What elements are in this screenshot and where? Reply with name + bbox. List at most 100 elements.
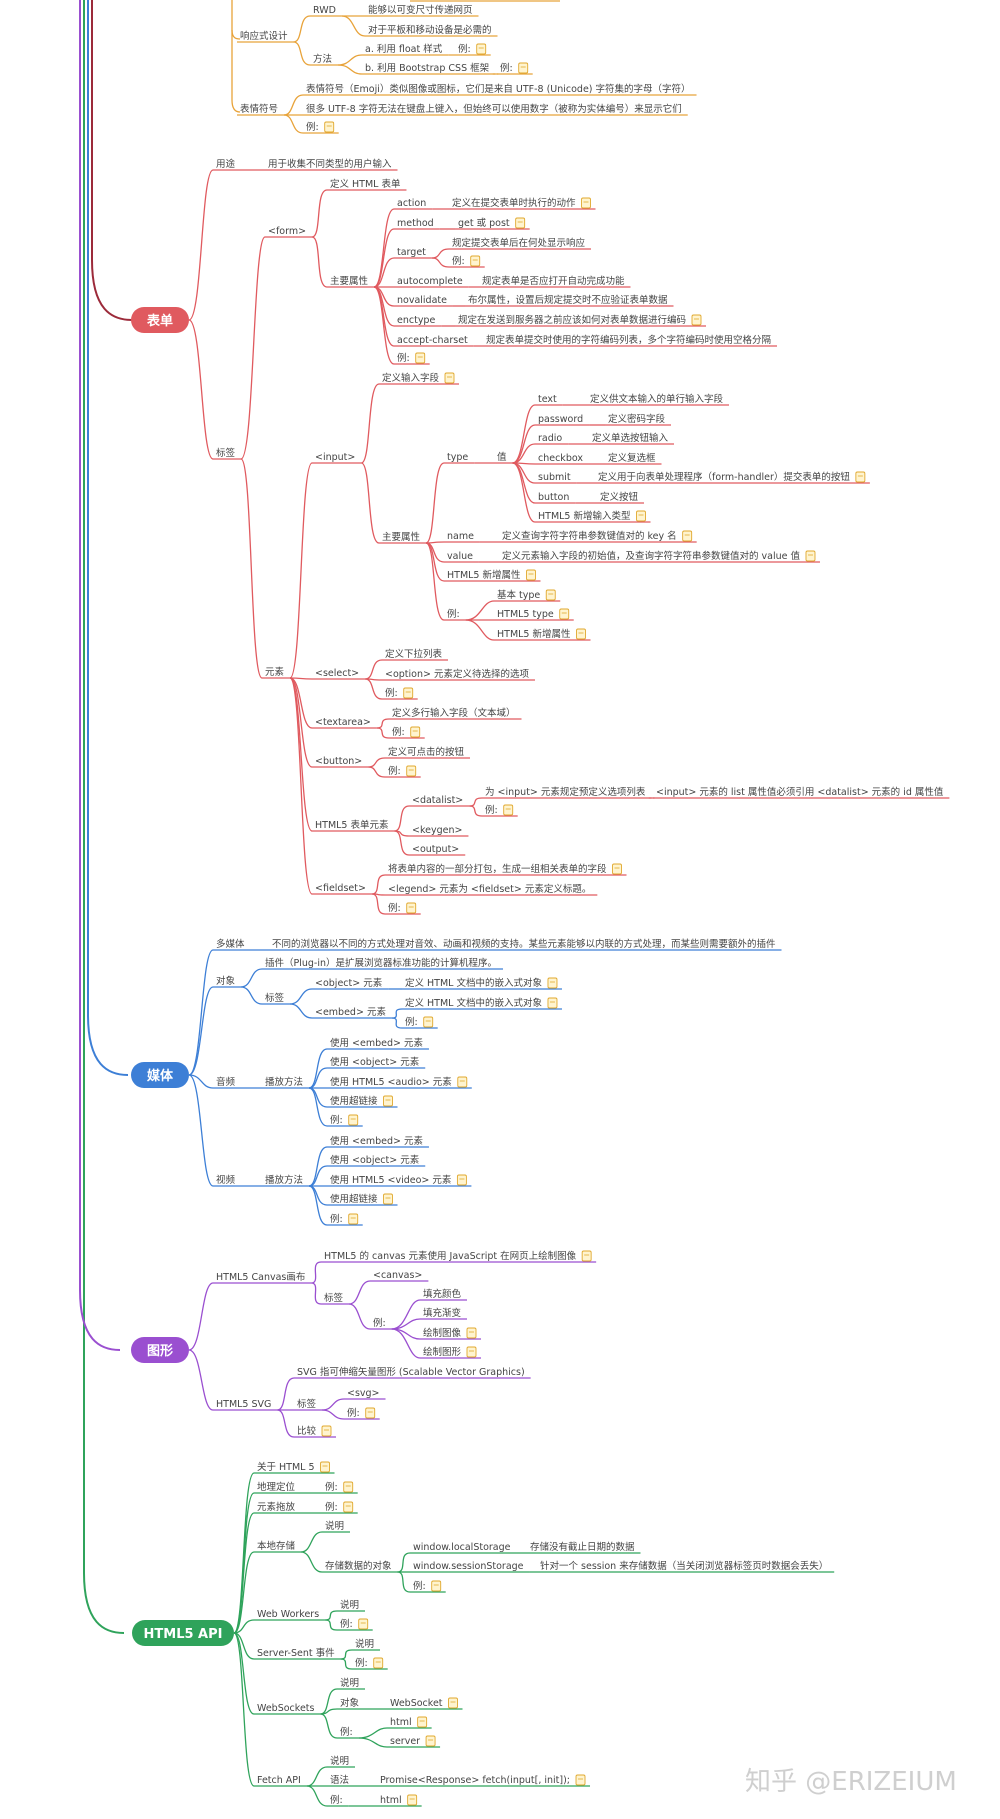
node-label-p15: 说明 — [340, 1599, 359, 1611]
node-label-p17: Server-Sent 事件 — [257, 1647, 335, 1659]
branch-link — [397, 1552, 411, 1573]
root-node-api[interactable]: HTML5 API — [132, 1620, 234, 1646]
branch-link — [308, 1067, 328, 1089]
node-label-a26: 主要属性 — [382, 531, 421, 543]
root-label: HTML5 API — [144, 1627, 223, 1642]
root-node-graphics[interactable]: 图形 — [131, 1337, 189, 1363]
node-label-f12: 很多 UTF-8 字符无法在键盘上键入，但始终可以使用数字（被称为实体编号）来显… — [306, 103, 682, 115]
node-label-f11: 表情符号（Emoji）类似图像或图标，它们是来自 UTF-8 (Unicode)… — [306, 83, 691, 95]
note-icon[interactable] — [415, 352, 426, 364]
branch-link — [337, 64, 363, 75]
node-label-p32: html — [380, 1795, 402, 1806]
note-icon[interactable] — [518, 62, 529, 74]
note-icon[interactable] — [466, 1327, 477, 1339]
note-icon[interactable] — [805, 550, 816, 562]
node-label-p13: 例: — [413, 1580, 426, 1592]
note-icon[interactable] — [348, 1213, 359, 1225]
note-icon[interactable] — [406, 902, 417, 914]
node-label-a38: 定义用于向表单处理程序（form-handler）提交表单的按钮 — [598, 471, 850, 483]
node-label-p3: 例: — [325, 1481, 338, 1493]
branch-link — [325, 1610, 338, 1621]
note-icon[interactable] — [365, 1407, 376, 1419]
note-icon[interactable] — [321, 1425, 332, 1437]
node-label-a56: 定义多行输入字段（文本域） — [392, 707, 516, 719]
node-label-a30: 定义供文本输入的单行输入字段 — [590, 393, 724, 405]
branch-link — [371, 874, 386, 895]
node-label-a40: 定义按钮 — [600, 491, 639, 503]
note-icon[interactable] — [612, 863, 622, 875]
note-icon[interactable] — [403, 687, 414, 699]
note-icon[interactable] — [576, 628, 586, 640]
note-icon[interactable] — [457, 1076, 468, 1088]
note-icon[interactable] — [324, 121, 335, 133]
node-label-a1: 用途 — [216, 158, 236, 170]
note-icon[interactable] — [406, 765, 417, 777]
branch-link — [373, 286, 395, 365]
note-icon[interactable] — [636, 510, 646, 522]
node-label-a51: <select> — [315, 668, 359, 679]
note-icon[interactable] — [581, 197, 591, 209]
branch-link — [469, 805, 483, 817]
node-label-f7: 例: — [458, 43, 471, 55]
note-icon[interactable] — [545, 589, 556, 601]
note-icon[interactable] — [417, 1716, 428, 1728]
note-icon[interactable] — [431, 1580, 442, 1592]
note-icon[interactable] — [515, 217, 526, 229]
node-label-a34: 定义单选按钮输入 — [592, 432, 669, 444]
note-icon[interactable] — [547, 997, 558, 1009]
note-icon[interactable] — [466, 1346, 477, 1358]
branch-link — [240, 968, 263, 988]
node-label-a58: <button> — [315, 756, 362, 767]
node-label-p19: 例: — [355, 1657, 368, 1669]
node-label-a41: HTML5 新增输入类型 — [538, 510, 631, 522]
note-icon[interactable] — [575, 1774, 586, 1786]
branch-link — [233, 1632, 255, 1715]
node-label-a59: 定义可点击的按钮 — [388, 746, 465, 758]
note-icon[interactable] — [470, 255, 481, 267]
note-icon[interactable] — [456, 1174, 467, 1186]
branch-link — [358, 1737, 388, 1748]
note-icon[interactable] — [383, 1193, 393, 1205]
note-icon[interactable] — [448, 1697, 458, 1709]
node-label-a45: 定义元素输入字段的初始值，及查询字符字符串参数键值对的 value 值 — [502, 550, 800, 562]
note-icon[interactable] — [581, 1250, 592, 1262]
trunk-line — [83, 0, 125, 1634]
node-label-m20: 使用 <embed> 元素 — [330, 1135, 423, 1147]
note-icon[interactable] — [407, 1794, 418, 1806]
root-label: 表单 — [146, 313, 173, 329]
note-icon[interactable] — [682, 530, 693, 542]
node-label-a44: value — [447, 551, 473, 562]
note-icon[interactable] — [526, 569, 536, 581]
note-icon[interactable] — [358, 1618, 369, 1630]
root-node-forms[interactable]: 表单 — [131, 307, 189, 333]
note-icon[interactable] — [343, 1501, 354, 1513]
node-label-a53: <option> 元素定义待选择的选项 — [385, 668, 529, 680]
note-icon[interactable] — [503, 804, 514, 816]
note-icon[interactable] — [383, 1095, 393, 1107]
note-icon[interactable] — [476, 43, 487, 55]
node-label-a10: get 或 post — [458, 217, 510, 229]
note-icon[interactable] — [348, 1114, 359, 1126]
note-icon[interactable] — [425, 1735, 436, 1747]
root-node-media[interactable]: 媒体 — [131, 1062, 189, 1088]
note-icon[interactable] — [855, 471, 866, 483]
note-icon[interactable] — [373, 1657, 384, 1669]
node-label-p10: 存储没有截止日期的数据 — [530, 1541, 635, 1553]
note-icon[interactable] — [691, 314, 702, 326]
note-icon[interactable] — [444, 372, 455, 384]
node-label-a18: enctype — [397, 315, 435, 326]
note-icon[interactable] — [343, 1481, 354, 1493]
node-label-a33: radio — [538, 433, 562, 444]
note-icon[interactable] — [423, 1016, 434, 1028]
branch-link — [289, 677, 313, 680]
branch-link — [308, 1146, 328, 1187]
branch-link — [365, 678, 383, 700]
branch-link — [293, 41, 311, 66]
note-icon[interactable] — [410, 726, 421, 738]
note-icon[interactable] — [320, 1461, 330, 1473]
node-label-a42: name — [447, 531, 474, 542]
node-label-a21: 规定表单提交时使用的字符编码列表，多个字符编码时使用空格分隔 — [486, 334, 772, 346]
note-icon[interactable] — [559, 608, 570, 620]
note-icon[interactable] — [547, 977, 558, 989]
